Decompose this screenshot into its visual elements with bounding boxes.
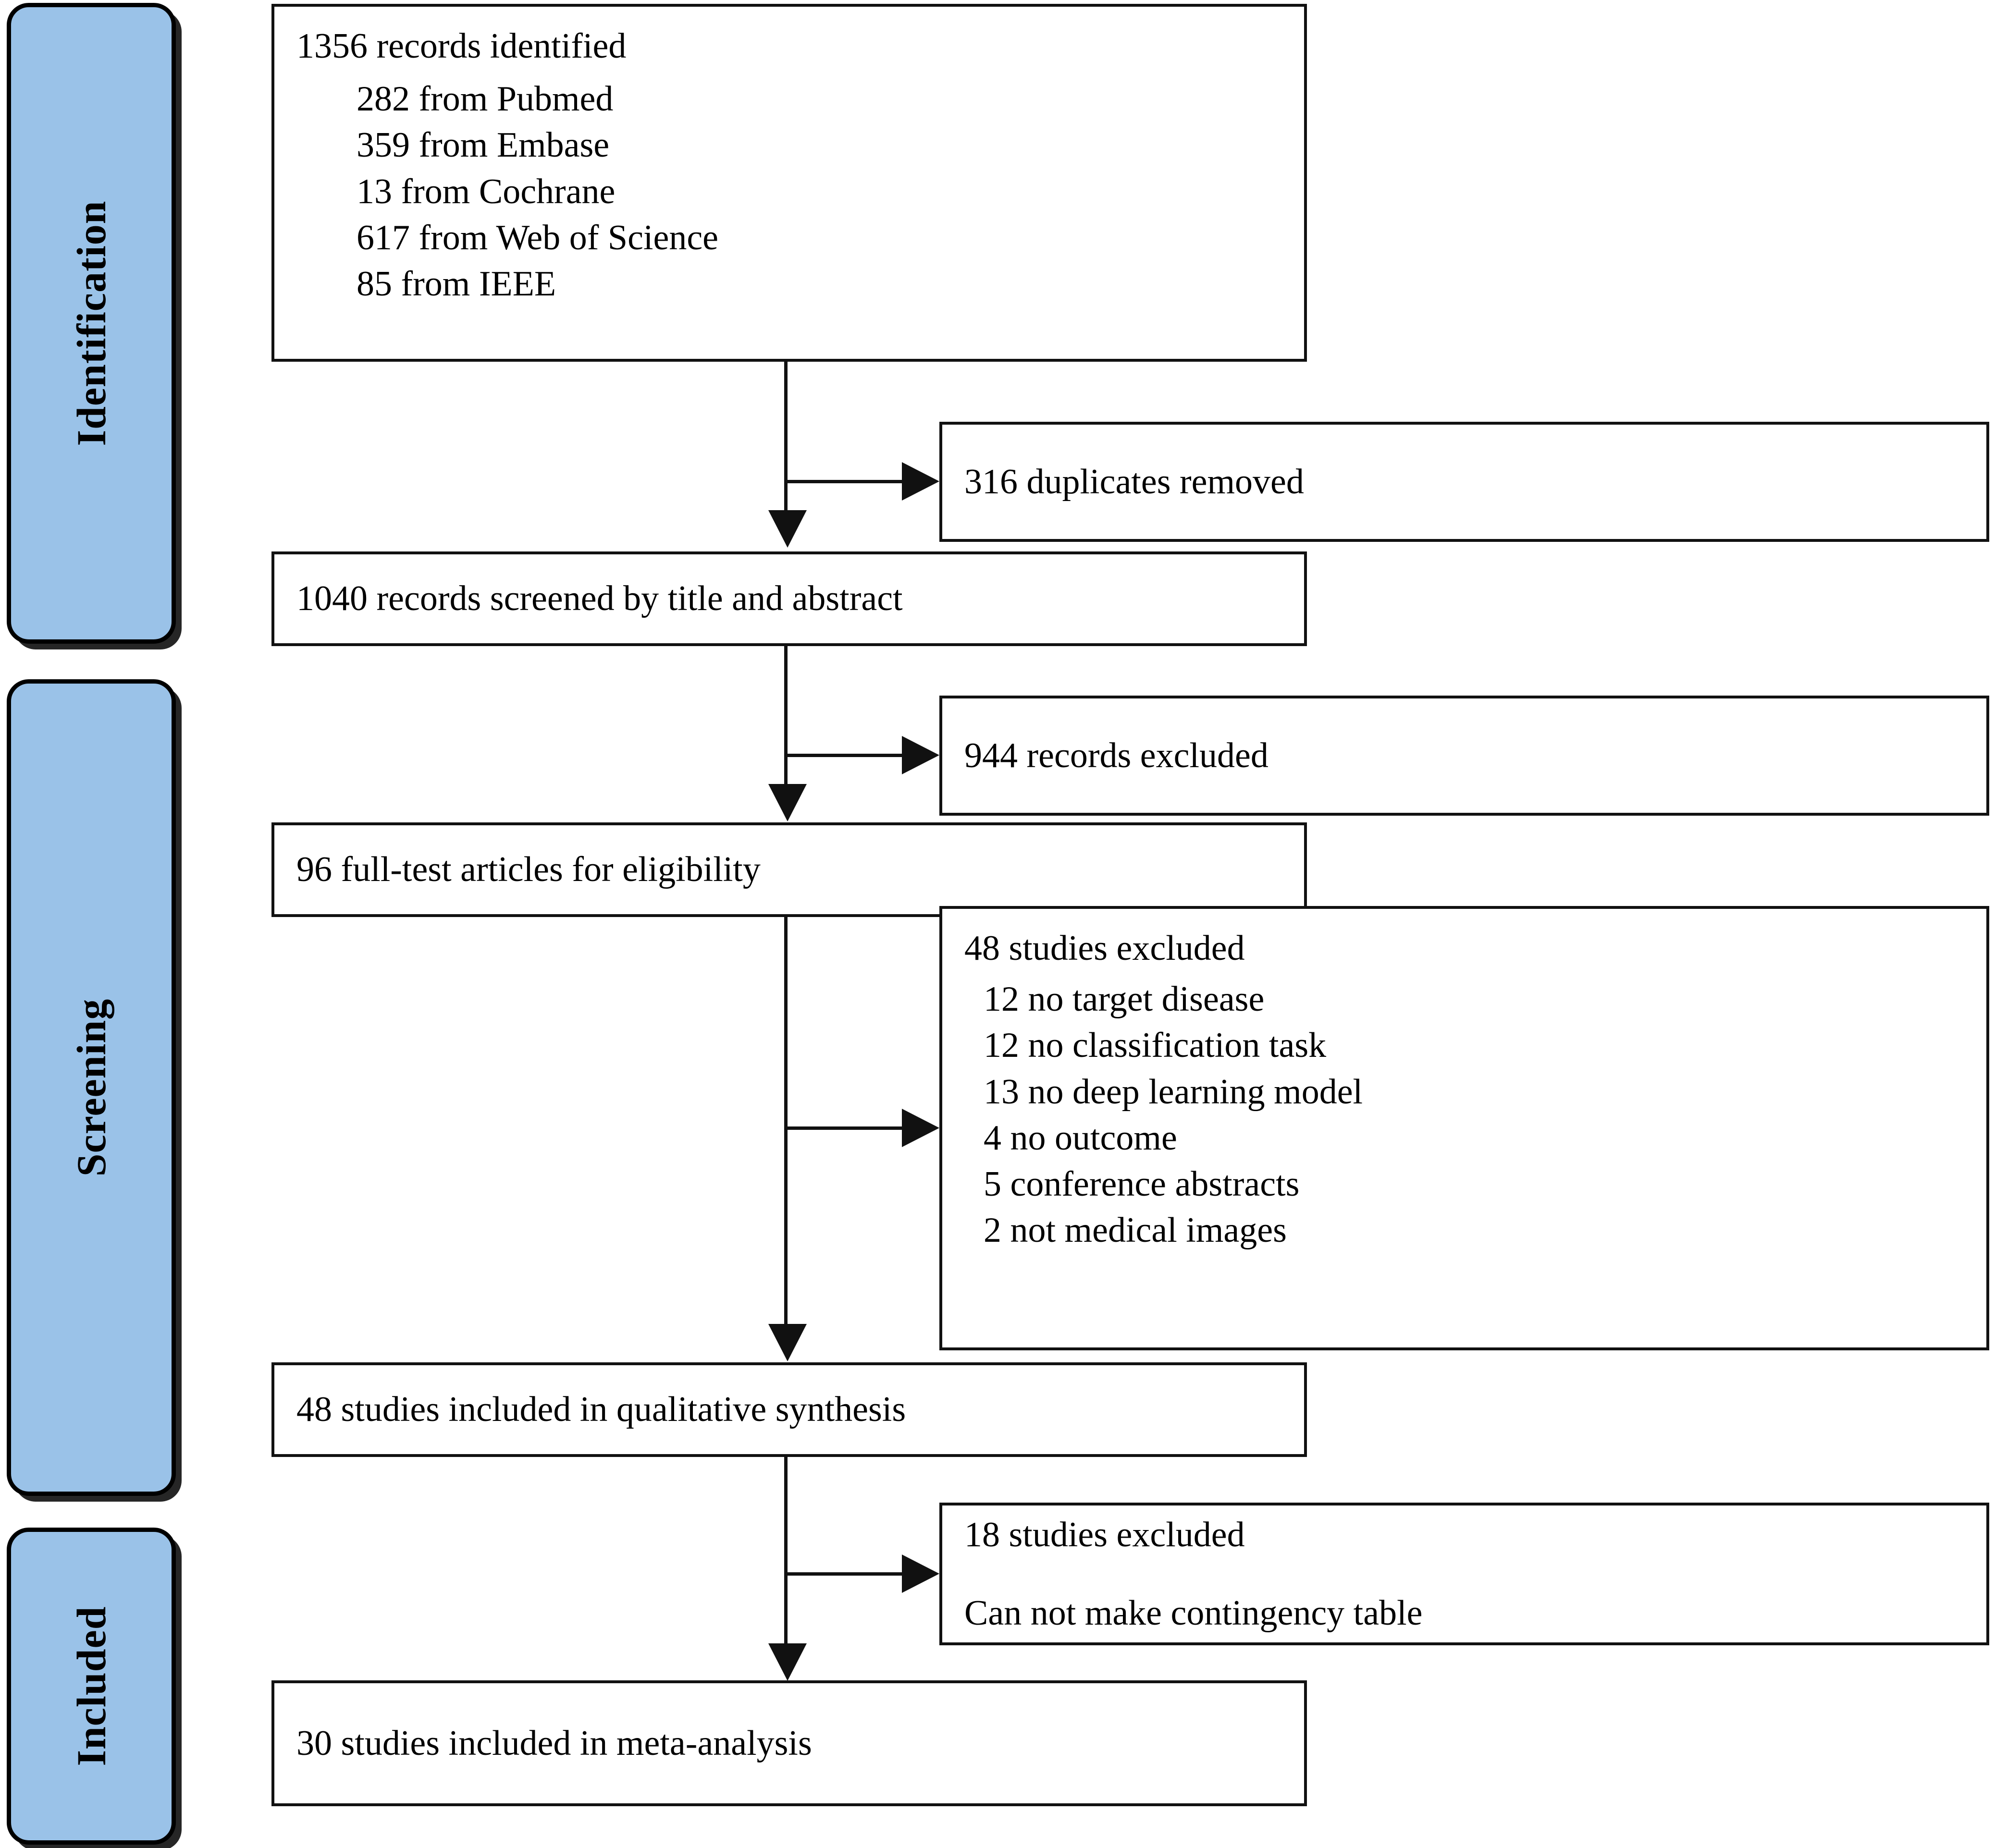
source-embase: 359 from Embase (357, 125, 610, 165)
box-studies-excluded-contingency: 18 studies excluded Can not make conting… (939, 1503, 1989, 1645)
box-records-identified: 1356 records identified 282 from Pubmed … (271, 4, 1307, 362)
arrowhead-down-to-screened (768, 510, 807, 548)
records-identified-heading: 1356 records identified (296, 26, 627, 66)
phase-pill-screening: Screening (7, 679, 176, 1496)
arrowhead-right-to-studies-excluded (902, 1109, 939, 1147)
source-cochrane: 13 from Cochrane (357, 171, 616, 211)
records-screened-text: 1040 records screened by title and abstr… (296, 579, 903, 619)
studies-excluded-2-reason: Can not make contingency table (964, 1593, 1423, 1633)
connector-line-fulltext-to-qualitative (784, 917, 788, 1328)
connector-line-to-records-excluded (784, 754, 904, 757)
box-qualitative-synthesis: 48 studies included in qualitative synth… (271, 1362, 1307, 1457)
records-excluded-text: 944 records excluded (964, 735, 1268, 775)
box-duplicates-removed: 316 duplicates removed (939, 422, 1989, 542)
arrowhead-down-to-qualitative (768, 1324, 807, 1361)
box-studies-excluded: 48 studies excluded 12 no target disease… (939, 906, 1989, 1350)
connector-line-screened-to-fulltext (784, 646, 788, 795)
reason-no-outcome: 4 no outcome (984, 1118, 1177, 1158)
box-records-screened: 1040 records screened by title and abstr… (271, 551, 1307, 646)
reason-no-classification-task: 12 no classification task (984, 1026, 1327, 1065)
box-records-excluded: 944 records excluded (939, 696, 1989, 816)
arrowhead-right-to-duplicates (902, 462, 939, 501)
phase-pill-identification: Identification (7, 3, 176, 644)
reason-no-deep-learning-model: 13 no deep learning model (984, 1072, 1363, 1112)
arrowhead-right-to-records-excluded (902, 736, 939, 774)
studies-excluded-heading: 48 studies excluded (964, 929, 1245, 968)
phase-pill-included: Included (7, 1528, 176, 1845)
connector-line-to-duplicates (784, 480, 904, 483)
phase-label-included: Included (68, 1606, 114, 1766)
studies-excluded-2-heading: 18 studies excluded (964, 1515, 1245, 1555)
connector-line-qualitative-to-meta (784, 1457, 788, 1649)
reason-no-target-disease: 12 no target disease (984, 979, 1265, 1019)
duplicates-removed-text: 316 duplicates removed (964, 462, 1304, 502)
box-full-text-articles: 96 full-test articles for eligibility (271, 822, 1307, 917)
box-meta-analysis: 30 studies included in meta-analysis (271, 1680, 1307, 1806)
phase-label-identification: Identification (68, 200, 114, 446)
arrowhead-down-to-meta-analysis (768, 1643, 807, 1681)
phase-label-screening: Screening (68, 998, 114, 1177)
connector-line-to-studies-excluded (784, 1126, 904, 1130)
source-ieee: 85 from IEEE (357, 264, 556, 304)
source-pubmed: 282 from Pubmed (357, 79, 614, 119)
qualitative-synthesis-text: 48 studies included in qualitative synth… (296, 1390, 906, 1430)
reason-not-medical-images: 2 not medical images (984, 1211, 1287, 1250)
connector-line-to-studies-excluded-2 (784, 1572, 904, 1576)
full-text-articles-text: 96 full-test articles for eligibility (296, 850, 761, 890)
source-web-of-science: 617 from Web of Science (357, 218, 719, 257)
meta-analysis-text: 30 studies included in meta-analysis (296, 1723, 812, 1763)
arrowhead-right-to-studies-excluded-2 (902, 1554, 939, 1593)
connector-line-identified-to-screened (784, 362, 788, 513)
arrowhead-down-to-fulltext (768, 784, 807, 821)
reason-conference-abstracts: 5 conference abstracts (984, 1164, 1300, 1204)
